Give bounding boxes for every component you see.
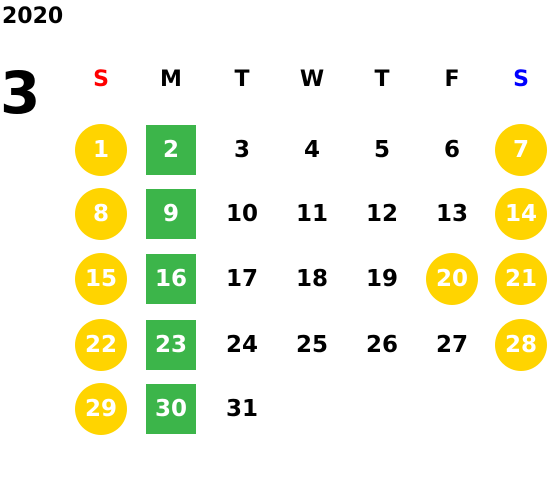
day-cell-24[interactable]: 24	[225, 332, 258, 358]
day-cell-5[interactable]: 5	[373, 137, 390, 163]
day-cell-12[interactable]: 12	[365, 201, 398, 227]
day-cell-28[interactable]: 28	[495, 319, 547, 371]
day-cell-17[interactable]: 17	[225, 266, 258, 292]
day-cell-16[interactable]: 16	[146, 254, 196, 304]
day-cell-27[interactable]: 27	[435, 332, 468, 358]
day-cell-23[interactable]: 23	[146, 320, 196, 370]
day-cell-7[interactable]: 7	[495, 124, 547, 176]
day-cell-25[interactable]: 25	[295, 332, 328, 358]
day-cell-13[interactable]: 13	[435, 201, 468, 227]
weekday-header-sat: S	[513, 67, 529, 92]
day-cell-8[interactable]: 8	[75, 188, 127, 240]
day-cell-1[interactable]: 1	[75, 124, 127, 176]
day-cell-2[interactable]: 2	[146, 125, 196, 175]
weekday-header-thu: T	[374, 67, 390, 92]
weekday-header-fri: F	[444, 67, 460, 92]
day-cell-19[interactable]: 19	[365, 266, 398, 292]
day-cell-21[interactable]: 21	[495, 253, 547, 305]
month-number: 3	[0, 59, 41, 127]
day-cell-30[interactable]: 30	[146, 384, 196, 434]
day-cell-14[interactable]: 14	[495, 188, 547, 240]
weekday-header-mon: M	[160, 67, 182, 92]
day-cell-31[interactable]: 31	[225, 396, 258, 422]
year-label: 2020	[2, 4, 64, 29]
day-cell-9[interactable]: 9	[146, 189, 196, 239]
day-cell-22[interactable]: 22	[75, 319, 127, 371]
day-cell-26[interactable]: 26	[365, 332, 398, 358]
weekday-header-tue: T	[234, 67, 250, 92]
day-cell-29[interactable]: 29	[75, 383, 127, 435]
day-cell-15[interactable]: 15	[75, 253, 127, 305]
day-cell-20[interactable]: 20	[426, 253, 478, 305]
day-cell-4[interactable]: 4	[303, 137, 320, 163]
day-cell-10[interactable]: 10	[225, 201, 258, 227]
day-cell-11[interactable]: 11	[295, 201, 328, 227]
day-cell-6[interactable]: 6	[443, 137, 460, 163]
day-cell-3[interactable]: 3	[233, 137, 250, 163]
day-cell-18[interactable]: 18	[295, 266, 328, 292]
weekday-header-wed: W	[299, 67, 325, 92]
weekday-header-sun: S	[93, 67, 109, 92]
